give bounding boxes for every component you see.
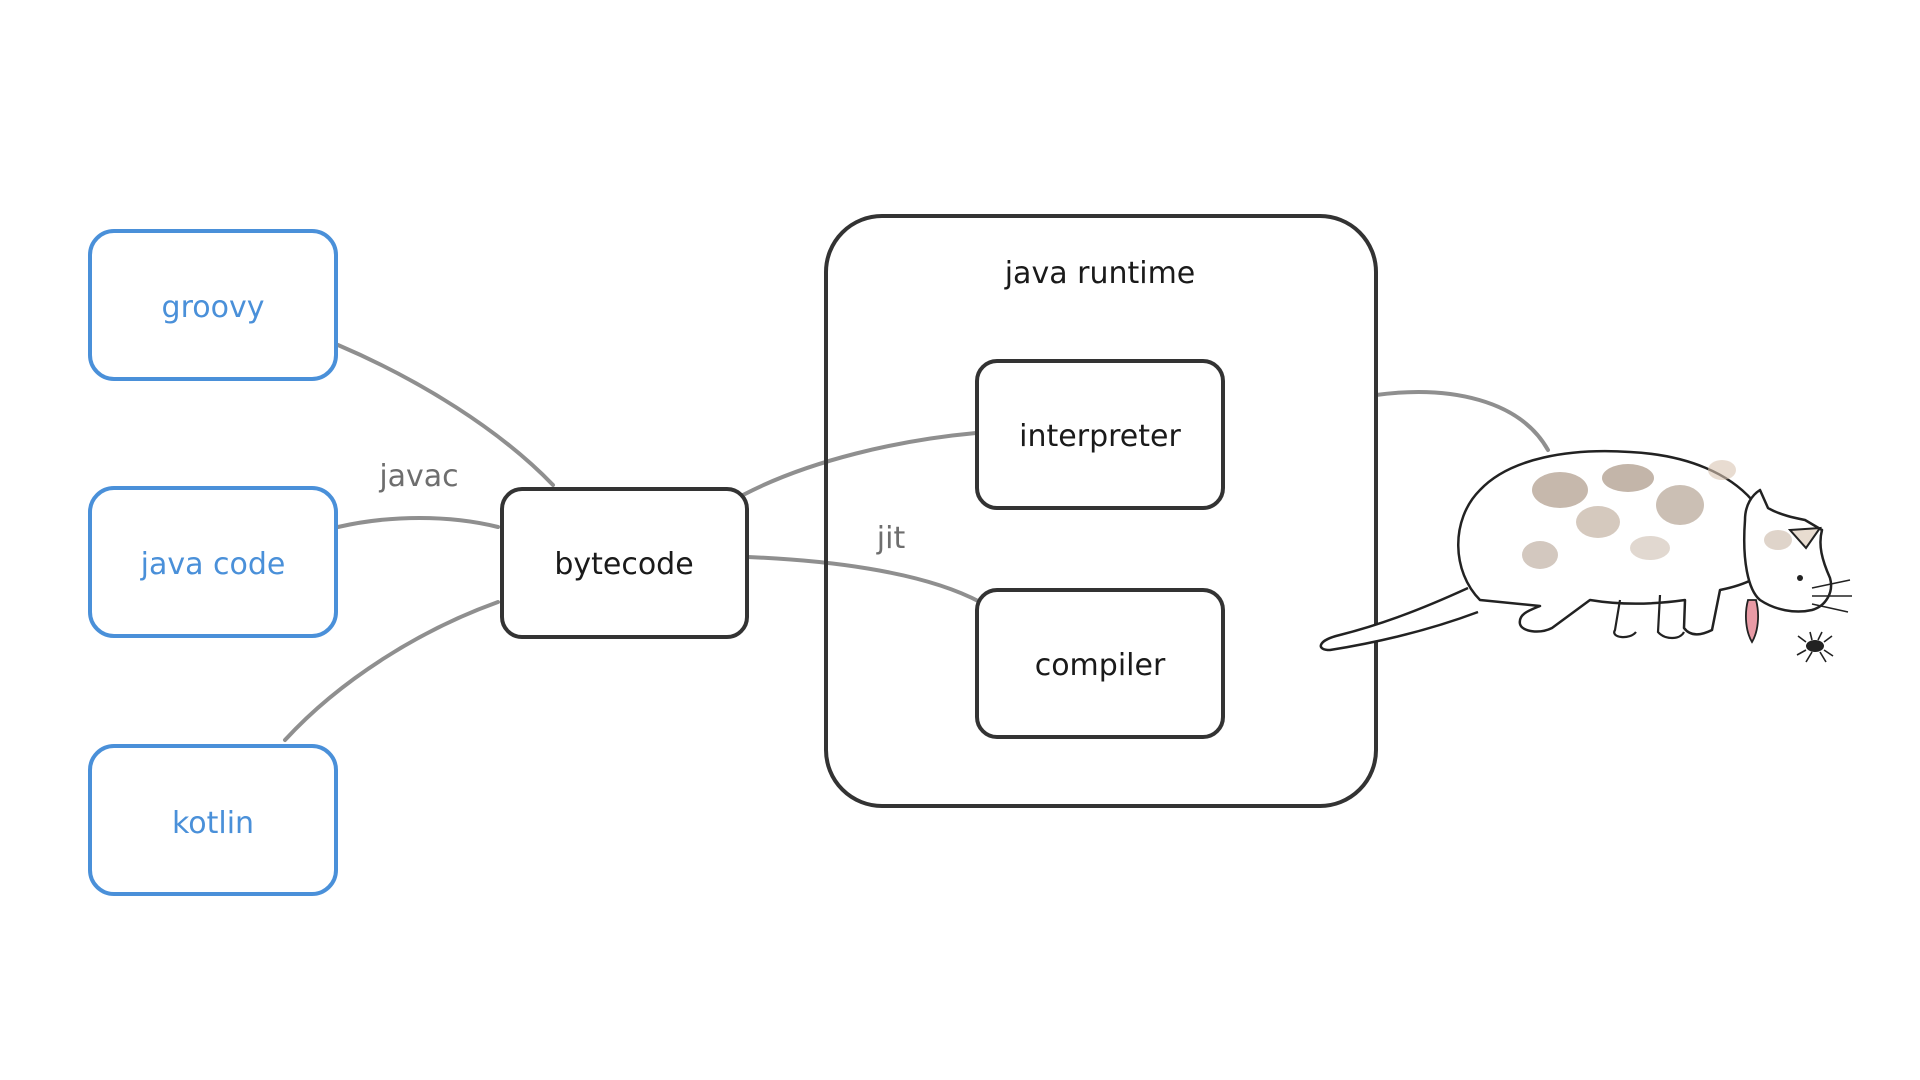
jit-label: jit bbox=[876, 521, 906, 556]
cat-head-patch bbox=[1764, 530, 1792, 550]
java-code-box bbox=[88, 486, 338, 638]
kotlin-box bbox=[88, 744, 338, 896]
cat-patch bbox=[1602, 464, 1654, 492]
java-runtime-box bbox=[824, 214, 1378, 808]
kotlin-label: kotlin bbox=[172, 806, 254, 841]
connectors bbox=[283, 343, 1550, 742]
cat-legs bbox=[1613, 594, 1685, 640]
java-code-label: java code bbox=[140, 547, 286, 582]
cat-ear bbox=[1787, 526, 1823, 550]
javac-label: javac bbox=[378, 459, 458, 494]
source-kotlin: kotlin bbox=[88, 744, 338, 896]
edge-runtime-to-cat bbox=[1374, 390, 1550, 452]
edge-bytecode-to-compiler bbox=[746, 555, 982, 604]
groovy-box bbox=[88, 229, 338, 381]
cat-patch bbox=[1630, 536, 1670, 560]
groovy-label: groovy bbox=[162, 290, 265, 325]
cat-patch bbox=[1656, 485, 1704, 525]
bytecode-box bbox=[500, 487, 749, 639]
cat-patch bbox=[1576, 506, 1620, 538]
bytecode-label: bytecode bbox=[554, 547, 693, 582]
edge-java-code-to-bytecode bbox=[336, 516, 500, 529]
edge-bytecode-to-interpreter bbox=[741, 431, 978, 497]
interpreter-label: interpreter bbox=[1019, 419, 1181, 454]
cat-patch bbox=[1708, 460, 1736, 480]
cat-whiskers bbox=[1811, 579, 1852, 613]
compiler-box bbox=[975, 588, 1225, 739]
compiler-label: compiler bbox=[1035, 648, 1166, 683]
source-java-code: java code bbox=[88, 486, 338, 638]
bug-icon bbox=[1796, 631, 1834, 663]
cat-head bbox=[1743, 488, 1833, 613]
cat-tail bbox=[1319, 586, 1479, 652]
edge-kotlin-to-bytecode bbox=[283, 600, 500, 742]
edge-groovy-to-bytecode bbox=[336, 343, 555, 487]
cat-patch bbox=[1532, 472, 1588, 508]
cat-illustration bbox=[1319, 449, 1852, 663]
cat-patch bbox=[1522, 541, 1558, 569]
interpreter-box bbox=[975, 359, 1225, 510]
cat-tongue bbox=[1745, 599, 1759, 644]
compiler-node: compiler bbox=[975, 588, 1225, 739]
source-groovy: groovy bbox=[88, 229, 338, 381]
java-runtime-label: java runtime bbox=[1004, 256, 1196, 291]
interpreter-node: interpreter bbox=[975, 359, 1225, 510]
java-runtime-container: java runtime interpreter compiler bbox=[824, 214, 1378, 808]
bytecode-node: bytecode bbox=[500, 487, 749, 639]
cat-eye bbox=[1797, 575, 1803, 581]
